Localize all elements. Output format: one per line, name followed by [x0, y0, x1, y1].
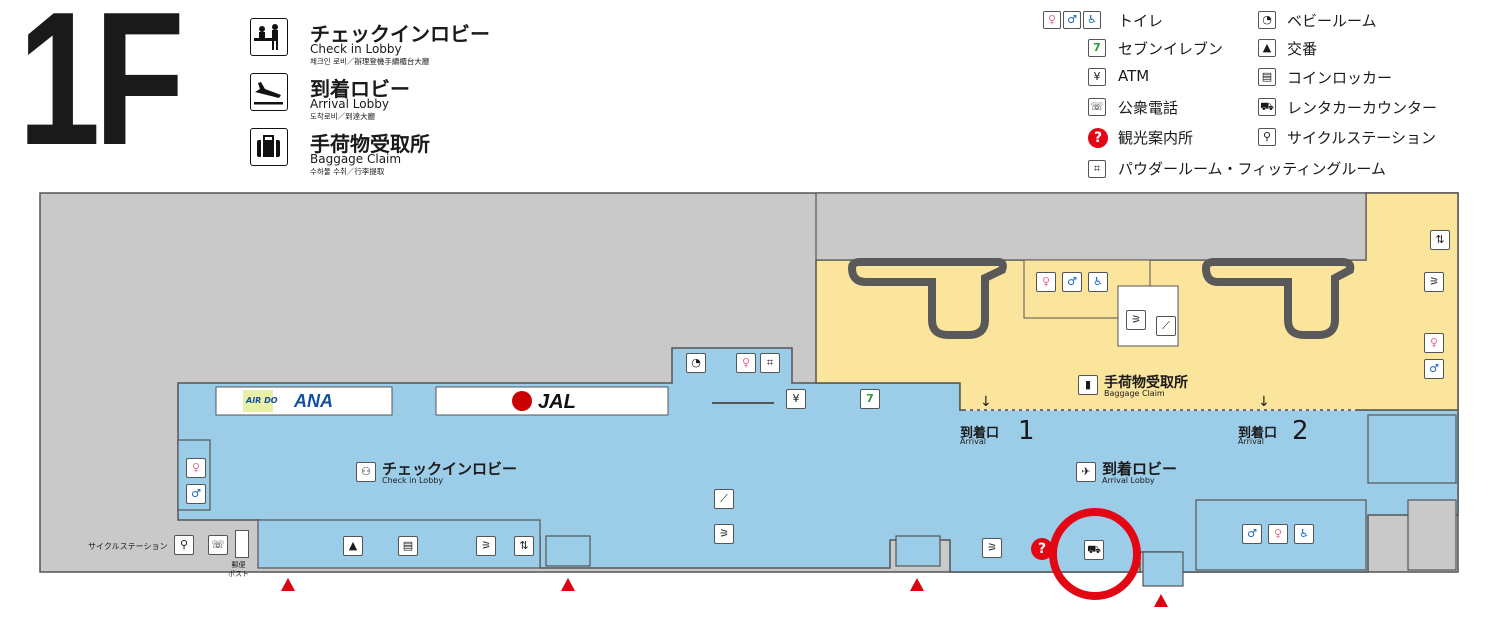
toilet-male-icon: ♂	[1424, 359, 1444, 379]
phone-icon: ☏	[1088, 98, 1106, 116]
stairs-icon: ⚞	[714, 524, 734, 544]
stairs-icon: ⚞	[1126, 310, 1146, 330]
powder-room-icon: ⌗	[1088, 160, 1106, 178]
cycle-icon: ⚲	[1258, 128, 1276, 146]
down-arrow-icon: ↓	[980, 394, 992, 410]
atm-icon: ¥	[786, 389, 806, 409]
police-icon: ▲	[343, 536, 363, 556]
map-arrival-en: Arrival Lobby	[1102, 476, 1155, 485]
baby-room-icon: ◔	[686, 353, 706, 373]
rental-car-icon: ⛟	[1258, 98, 1276, 116]
entrance-marker	[561, 578, 575, 591]
rental-car-map-icon: ⛟	[1084, 540, 1104, 560]
jal-counter	[435, 386, 669, 416]
legend-locker: コインロッカー	[1287, 69, 1393, 87]
ana-logo: ANA	[294, 391, 333, 411]
toilet-female-icon: ♀	[1268, 524, 1288, 544]
postbox-label: 郵便 ポスト	[228, 561, 249, 578]
check-in-icon	[250, 18, 288, 56]
map-arrival-ja: 到着ロビー	[1102, 460, 1178, 478]
baggage-ko: 수하물 수취／行李提取	[310, 167, 385, 176]
entrance-marker	[1154, 594, 1168, 607]
map-checkin-en: Check in Lobby	[382, 476, 444, 485]
arrival-map-icon: ✈	[1076, 462, 1096, 482]
arrival-ko: 도착로비／到達大廳	[310, 112, 376, 121]
info-icon: ?	[1088, 128, 1108, 148]
exit1-ja: 到着口	[960, 426, 1000, 441]
stairs-icon: ⚞	[1424, 272, 1444, 292]
arrival-icon	[250, 73, 288, 111]
baggage-en: Baggage Claim	[310, 152, 402, 166]
cycle-icon: ⚲	[174, 535, 194, 555]
toilet-female-icon: ♀	[1043, 11, 1061, 29]
toilet-male-icon: ♂	[1062, 272, 1082, 292]
jal-logo: JAL	[538, 391, 576, 413]
checkin-ko: 체크인 로비／辦理登機手續櫃台大廳	[310, 57, 430, 66]
postbox-icon	[235, 530, 249, 558]
floor-label: 1F	[18, 0, 185, 185]
map-baggage-ja: 手荷物受取所	[1104, 375, 1188, 391]
checkin-ja: チェックインロビー	[310, 22, 490, 46]
carousel-2	[1201, 258, 1355, 339]
exit2-ja: 到着口	[1238, 426, 1278, 441]
entrance-marker	[281, 578, 295, 591]
toilet-accessible-icon: ♿	[1088, 272, 1108, 292]
exit2-en: Arrival	[1238, 437, 1264, 446]
exit1-num: 1	[1018, 416, 1035, 446]
elevator-icon: ⇅	[514, 536, 534, 556]
locker-icon: ▤	[1258, 68, 1276, 86]
atm-icon: ¥	[1088, 68, 1106, 86]
map-checkin-ja: チェックインロビー	[382, 460, 518, 478]
highlight-ring	[1049, 508, 1141, 600]
legend-seven-eleven: セブンイレブン	[1118, 40, 1224, 58]
checkin-map-icon: ⚇	[356, 462, 376, 482]
toilet-female-icon: ♀	[186, 458, 206, 478]
legend-baby: ベビールーム	[1287, 12, 1377, 30]
cycle-station-label: サイクルステーション	[88, 542, 168, 551]
baggage-map-icon: ▮	[1078, 375, 1098, 395]
legend-atm: ATM	[1118, 67, 1150, 85]
stairs-icon: ⚞	[476, 536, 496, 556]
baby-room-icon: ◔	[1258, 11, 1276, 29]
stairs-icon: ⚞	[982, 538, 1002, 558]
legend-rental: レンタカーカウンター	[1287, 99, 1438, 117]
legend-toilet: トイレ	[1118, 12, 1164, 30]
legend-cycle: サイクルステーション	[1287, 129, 1436, 147]
powder-room-icon: ⌗	[760, 353, 780, 373]
map-baggage-en: Baggage Claim	[1104, 389, 1165, 398]
seven-eleven-icon: 7	[860, 389, 880, 409]
toilet-male-icon: ♂	[1063, 11, 1081, 29]
toilet-accessible-icon: ♿	[1083, 11, 1101, 29]
legend-police: 交番	[1287, 40, 1318, 58]
toilet-accessible-icon: ♿	[1294, 524, 1314, 544]
escalator-icon: ⟋	[1156, 316, 1176, 336]
seven-eleven-icon: 7	[1088, 39, 1106, 57]
jal-crane-icon	[512, 391, 532, 411]
info-map-icon: ?	[1031, 538, 1053, 560]
arrival-en: Arrival Lobby	[310, 97, 389, 111]
escalator-icon: ⟋	[714, 489, 734, 509]
exit1-en: Arrival	[960, 437, 986, 446]
legend-info: 観光案内所	[1118, 129, 1194, 147]
baggage-ja: 手荷物受取所	[310, 132, 430, 156]
baggage-icon	[250, 128, 288, 166]
legend-phone: 公衆電話	[1118, 99, 1179, 117]
arrival-ja: 到着ロビー	[310, 77, 410, 101]
phone-icon: ☏	[208, 535, 228, 555]
locker-icon: ▤	[398, 536, 418, 556]
down-arrow-icon: ↓	[1258, 394, 1270, 410]
toilet-female-icon: ♀	[1036, 272, 1056, 292]
carousel-1	[847, 258, 1007, 339]
exit2-num: 2	[1292, 416, 1309, 446]
toilet-female-icon: ♀	[1424, 333, 1444, 353]
airdo-logo: AIR DO	[246, 396, 278, 405]
checkin-en: Check in Lobby	[310, 42, 402, 56]
police-icon: ▲	[1258, 39, 1276, 57]
elevator-icon: ⇅	[1430, 230, 1450, 250]
legend-powder: パウダールーム・フィッティングルーム	[1118, 160, 1386, 178]
toilet-male-icon: ♂	[1242, 524, 1262, 544]
toilet-female-icon: ♀	[736, 353, 756, 373]
toilet-male-icon: ♂	[186, 484, 206, 504]
entrance-marker	[910, 578, 924, 591]
